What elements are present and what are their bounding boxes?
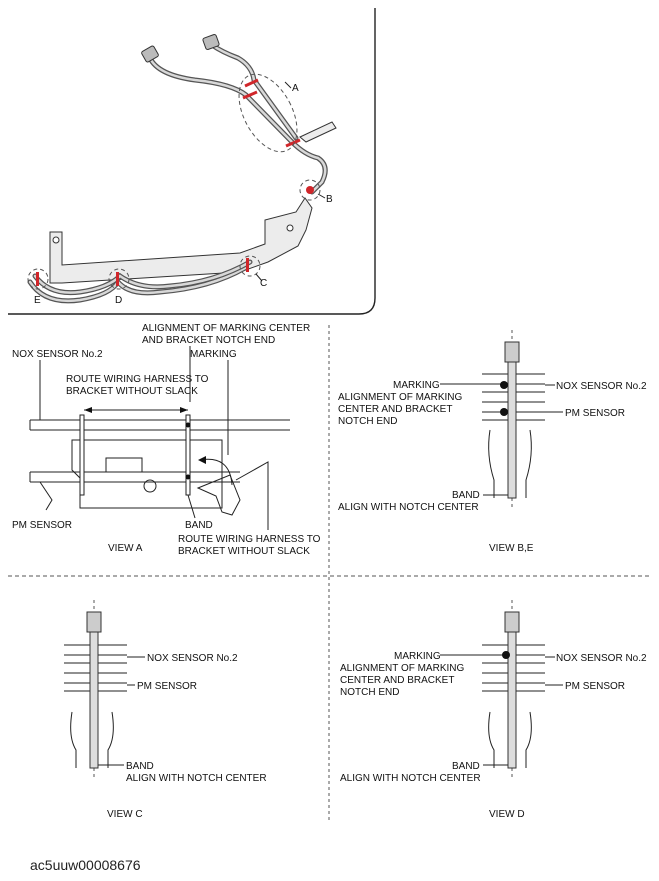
view-a-route-bottom-1: ROUTE WIRING HARNESS TO	[178, 534, 321, 545]
view-c-pm-label: PM SENSOR	[137, 681, 197, 692]
view-a-alignment-label-2: AND BRACKET NOTCH END	[142, 335, 275, 346]
bracket-hole	[52, 236, 60, 244]
view-c-panel: NOX SENSOR No.2 PM SENSOR BAND ALIGN WIT…	[64, 600, 267, 820]
bracket-plate	[49, 197, 313, 284]
pipe-fitting	[141, 45, 159, 63]
callout-circle-b	[299, 179, 321, 201]
view-c-band	[89, 631, 99, 769]
view-d-band-label: BAND	[452, 761, 480, 772]
view-a-band-label: BAND	[185, 520, 213, 531]
view-a-route-bottom-2: BRACKET WITHOUT SLACK	[178, 546, 310, 557]
view-be-align-1: ALIGNMENT OF MARKING	[338, 392, 462, 403]
view-be-band-head	[504, 341, 520, 363]
view-be-band-label: BAND	[452, 490, 480, 501]
view-d-align-3: NOTCH END	[340, 687, 399, 698]
view-d-nox-label: NOX SENSOR No.2	[556, 653, 647, 664]
callout-label-c: C	[260, 278, 267, 289]
callout-circle-e	[27, 268, 49, 290]
view-d-band	[507, 631, 517, 769]
view-a-route-top-1: ROUTE WIRING HARNESS TO	[66, 374, 209, 385]
view-be-align-2: CENTER AND BRACKET	[338, 404, 452, 415]
view-be-marking-label: MARKING	[393, 380, 440, 391]
view-d-marking-label: MARKING	[394, 651, 441, 662]
view-be-pm-label: PM SENSOR	[565, 408, 625, 419]
view-d-panel: MARKING ALIGNMENT OF MARKING CENTER AND …	[340, 600, 647, 820]
view-be-notch-label: ALIGN WITH NOTCH CENTER	[338, 502, 479, 513]
view-d-band-head	[504, 611, 520, 633]
small-bracket	[299, 121, 337, 143]
upper-pipe-2	[209, 42, 299, 141]
view-a-marking-label: MARKING	[190, 349, 237, 360]
callout-circle-d	[108, 268, 130, 290]
view-be-band	[507, 361, 517, 499]
callout-label-a: A	[292, 83, 299, 94]
band-left	[79, 414, 85, 496]
connector	[196, 474, 241, 516]
view-a-panel: ALIGNMENT OF MARKING CENTER AND BRACKET …	[12, 323, 321, 557]
view-d-pm-label: PM SENSOR	[565, 681, 625, 692]
view-a-nox-label: NOX SENSOR No.2	[12, 349, 103, 360]
view-a-bracket	[71, 439, 223, 509]
overview-frame	[8, 8, 376, 315]
upper-pipe	[147, 55, 328, 195]
view-d-title: VIEW D	[489, 809, 525, 820]
view-c-band-head	[86, 611, 102, 633]
view-a-title: VIEW A	[108, 543, 143, 554]
view-c-nox-label: NOX SENSOR No.2	[147, 653, 238, 664]
view-be-nox-label: NOX SENSOR No.2	[556, 381, 647, 392]
view-d-align-1: ALIGNMENT OF MARKING	[340, 663, 464, 674]
view-a-route-top-2: BRACKET WITHOUT SLACK	[66, 386, 198, 397]
view-be-align-3: NOTCH END	[338, 416, 397, 427]
callout-label-b: B	[326, 194, 333, 205]
view-d-notch-label: ALIGN WITH NOTCH CENTER	[340, 773, 481, 784]
callout-circle-a	[238, 73, 298, 153]
view-be-title: VIEW B,E	[489, 543, 534, 554]
view-c-title: VIEW C	[107, 809, 143, 820]
view-a-pm-label: PM SENSOR	[12, 520, 72, 531]
callout-label-d: D	[115, 295, 122, 306]
view-d-align-2: CENTER AND BRACKET	[340, 675, 454, 686]
figure-code: ac5uuw00008676	[30, 857, 141, 873]
overview-panel: A B C D E	[8, 8, 376, 315]
view-a-alignment-label-1: ALIGNMENT OF MARKING CENTER	[142, 323, 310, 334]
bracket-hole	[286, 224, 294, 232]
pipe-fitting	[202, 34, 220, 50]
view-c-notch-label: ALIGN WITH NOTCH CENTER	[126, 773, 267, 784]
callout-label-e: E	[34, 295, 41, 306]
callout-circle-c	[239, 255, 261, 277]
view-be-panel: MARKING ALIGNMENT OF MARKING CENTER AND …	[338, 330, 647, 554]
view-c-band-label: BAND	[126, 761, 154, 772]
